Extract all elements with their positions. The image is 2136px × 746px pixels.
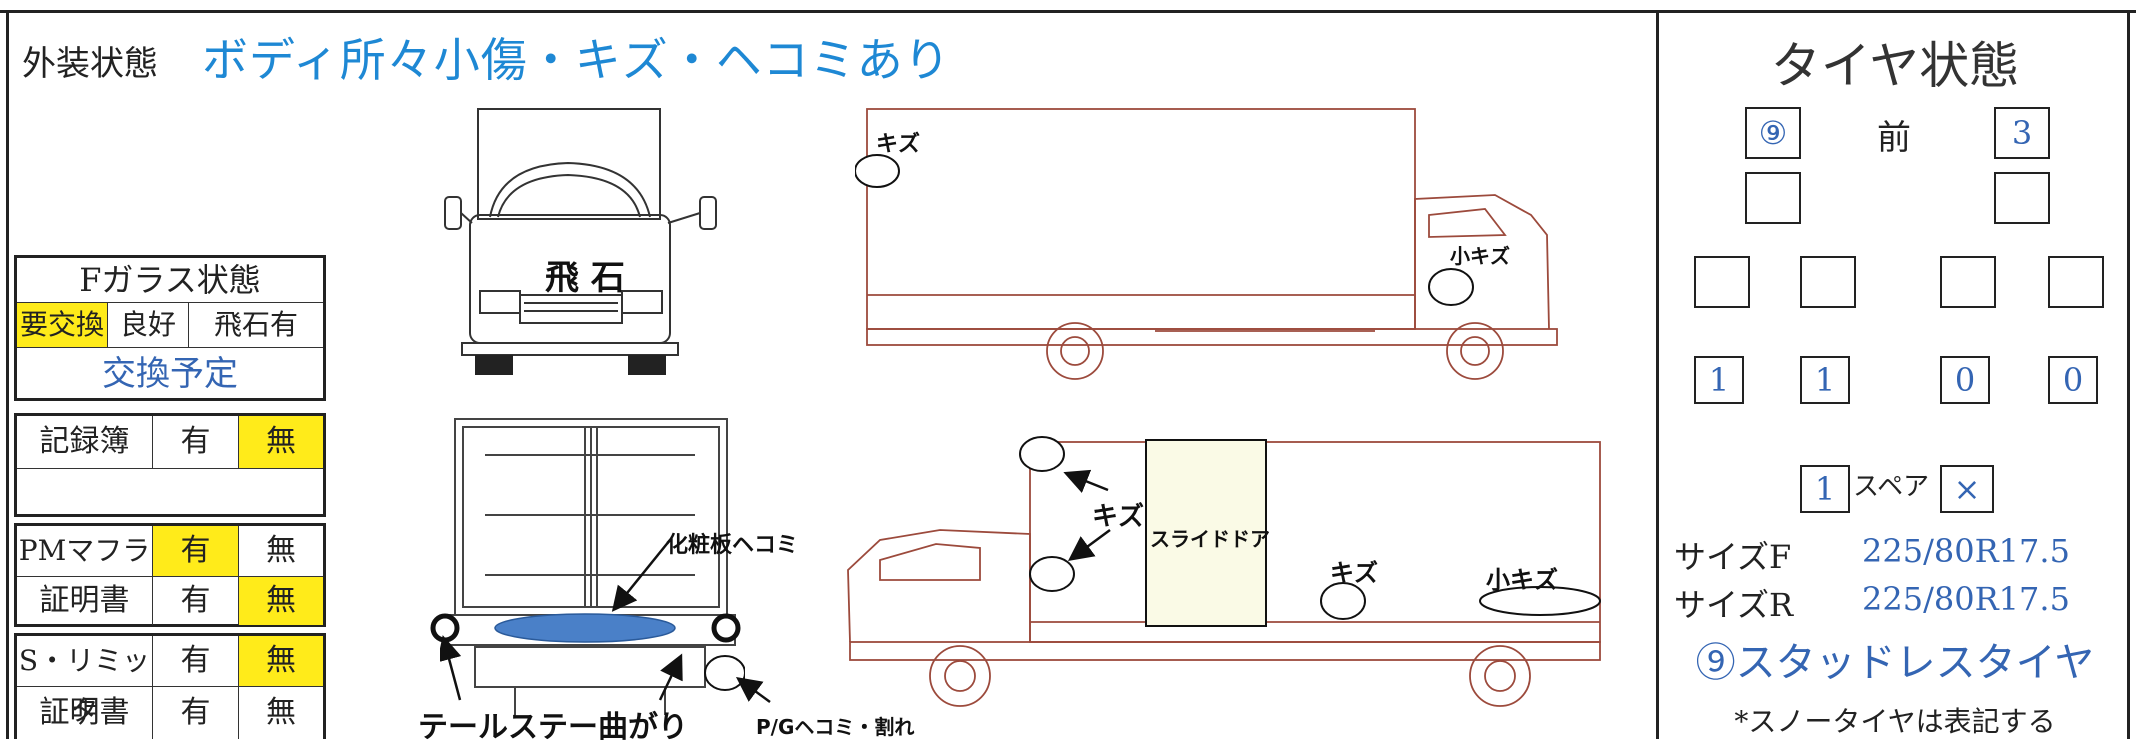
size-r-value: 225/80R17.5 xyxy=(1862,580,2070,618)
s-limiter-yes: 有 xyxy=(153,636,239,686)
rear-pg-label: P/Gヘコミ・割れ xyxy=(756,715,915,739)
snow-tire-note: *スノータイヤは表記する xyxy=(1734,705,2056,738)
tire-rear-row1-1 xyxy=(1694,256,1750,308)
spare-label: スペア xyxy=(1853,472,1930,502)
fglass-option-chip: 飛石有 xyxy=(213,308,298,341)
s-limiter-table: S・リミッタ 有 無 証明書 有 無 xyxy=(14,633,326,739)
side-top-kizu: キズ xyxy=(876,132,921,157)
truck-rear-view xyxy=(430,418,745,715)
tire-rear-row2-3: 0 xyxy=(1940,356,1990,404)
size-r-label: サイズR xyxy=(1674,586,1794,624)
tire-rear-row1-3 xyxy=(1940,256,1996,308)
size-f-label: サイズF xyxy=(1674,538,1792,576)
size-f-value: 225/80R17.5 xyxy=(1862,532,2070,570)
slide-door-label: スライドドア xyxy=(1150,527,1270,551)
tire-rear-row1-2 xyxy=(1800,256,1856,308)
pm-muffler-yes: 有 xyxy=(153,526,239,576)
top-rule xyxy=(0,10,2136,13)
tire-rear-row2-2: 1 xyxy=(1800,356,1850,404)
fglass-table: Fガラス状態 要交換 良好 飛石有 交換予定 xyxy=(14,255,326,401)
pm-muffler-label: PMマフラ xyxy=(17,526,153,576)
spare-mark: × xyxy=(1940,465,1994,513)
side-top-small-kizu: 小キズ xyxy=(1450,244,1510,268)
fglass-option-replace: 要交換 xyxy=(17,303,108,347)
tire-rear-row1-4 xyxy=(2048,256,2104,308)
fglass-option-good: 良好 xyxy=(108,303,189,347)
fglass-title: Fガラス状態 xyxy=(17,258,323,303)
s-cert-yes: 有 xyxy=(153,687,239,739)
s-limiter-no: 無 xyxy=(239,636,323,686)
tire-front-left-second xyxy=(1745,172,1801,224)
tire-title: タイヤ状態 xyxy=(1770,37,2020,95)
record-book-yes: 有 xyxy=(153,416,239,468)
exterior-label: 外装状態 xyxy=(22,44,158,84)
side-bottom-kizu-mid: キズ xyxy=(1330,559,1378,587)
record-book-no: 無 xyxy=(239,416,323,468)
studless-note: ⑨スタッドレスタイヤ xyxy=(1695,640,2095,686)
record-book-table: 記録簿 有 無 xyxy=(14,413,326,517)
tire-rear-row2-4: 0 xyxy=(2048,356,2098,404)
side-bottom-small-kizu: 小キズ xyxy=(1486,566,1558,594)
rear-cosmetic-label: 化粧板ヘコミ xyxy=(666,533,799,558)
front-chip-label: 飛 石 xyxy=(545,258,625,298)
truck-side-view-bottom xyxy=(847,436,1601,707)
tire-section-divider xyxy=(1656,10,1659,739)
side-bottom-kizu-left: キズ xyxy=(1092,502,1145,532)
s-cert-no: 無 xyxy=(266,695,296,730)
pm-muffler-no: 無 xyxy=(266,533,296,568)
tire-rear-row2-1: 1 xyxy=(1694,356,1744,404)
tire-front-left-top: ⑨ xyxy=(1745,107,1801,159)
pm-cert-yes: 有 xyxy=(153,577,239,625)
rear-arrows xyxy=(440,539,771,704)
pm-cert-label: 証明書 xyxy=(17,577,153,625)
s-cert-label: 証明書 xyxy=(17,687,153,739)
fglass-note: 交換予定 xyxy=(102,354,238,394)
pm-cert-no: 無 xyxy=(239,577,323,625)
spare-value: 1 xyxy=(1800,465,1850,513)
tire-front-right-top: 3 xyxy=(1994,107,2050,159)
exterior-value: ボディ所々小傷・キズ・ヘコミあり xyxy=(202,33,951,87)
s-limiter-label: S・リミッタ xyxy=(17,636,153,727)
tire-front-right-second xyxy=(1994,172,2050,224)
truck-front-view xyxy=(444,108,717,375)
truck-side-view-top xyxy=(855,108,1558,380)
pm-muffler-table: PMマフラ 有 無 証明書 有 無 xyxy=(14,523,326,627)
record-book-label: 記録簿 xyxy=(17,416,153,468)
front-label: 前 xyxy=(1877,118,1911,158)
